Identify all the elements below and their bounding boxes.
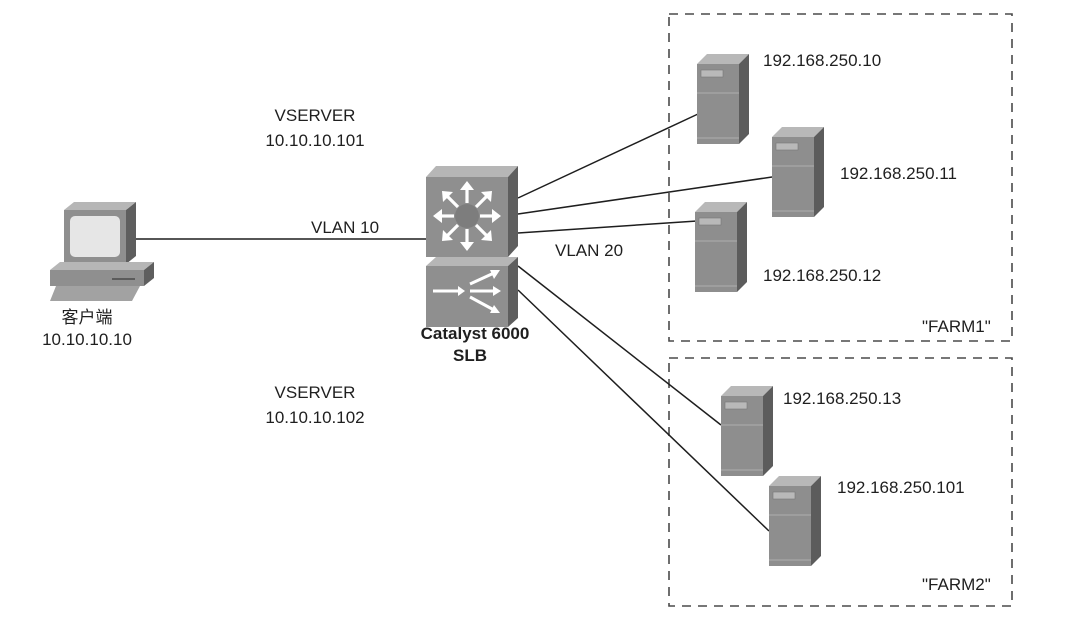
link-switch-server-11 xyxy=(517,176,773,215)
server-icon xyxy=(694,201,748,293)
farm1-name: "FARM1" xyxy=(922,317,991,336)
vlan20-label: VLAN 20 xyxy=(555,241,624,260)
link-switch-server-13 xyxy=(517,265,722,426)
client-name: 客户端 xyxy=(61,308,113,327)
vserver2-ip: 10.10.10.102 xyxy=(265,408,365,427)
workstation-icon xyxy=(50,202,154,301)
farm2-name: "FARM2" xyxy=(922,575,991,594)
server-icon xyxy=(696,53,750,145)
server-ip-label: 192.168.250.101 xyxy=(837,478,965,497)
vlan10-label: VLAN 10 xyxy=(311,218,380,237)
server-ip-label: 192.168.250.10 xyxy=(763,51,882,70)
layer3-switch-icon xyxy=(426,166,518,257)
server-ip-label: 192.168.250.13 xyxy=(783,389,902,408)
farm1-boundary xyxy=(668,13,1013,342)
switch-role: SLB xyxy=(453,346,487,365)
client-ip: 10.10.10.10 xyxy=(42,330,132,349)
server-ip-label: 192.168.250.11 xyxy=(840,164,957,183)
vserver1-ip: 10.10.10.101 xyxy=(265,131,365,150)
content-switch-module-icon xyxy=(426,257,518,327)
server-ip-label: 192.168.250.12 xyxy=(763,266,882,285)
link-switch-server-10 xyxy=(517,113,699,199)
link-switch-server-12 xyxy=(517,220,698,234)
server-icon xyxy=(771,126,825,218)
link-switch-server-101 xyxy=(517,289,770,532)
farm2-boundary xyxy=(668,357,1013,607)
switch-name: Catalyst 6000 xyxy=(420,324,530,343)
server-icon xyxy=(720,385,774,477)
vserver2-label: VSERVER xyxy=(274,383,356,402)
server-icon xyxy=(768,475,822,567)
vserver1-label: VSERVER xyxy=(274,106,356,125)
